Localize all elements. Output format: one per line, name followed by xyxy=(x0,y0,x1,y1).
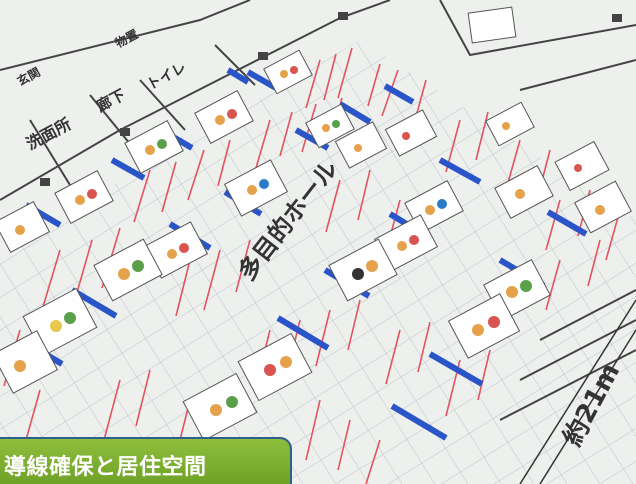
caption-text: 導線確保と居住空間 xyxy=(4,455,207,480)
family-cards xyxy=(0,6,632,442)
caption-banner: 導線確保と居住空間 xyxy=(0,437,292,484)
room-walls xyxy=(0,0,636,421)
dimension-line xyxy=(519,299,636,484)
grid-area xyxy=(0,40,636,484)
figure-icons xyxy=(14,66,605,416)
pillars xyxy=(40,12,622,186)
